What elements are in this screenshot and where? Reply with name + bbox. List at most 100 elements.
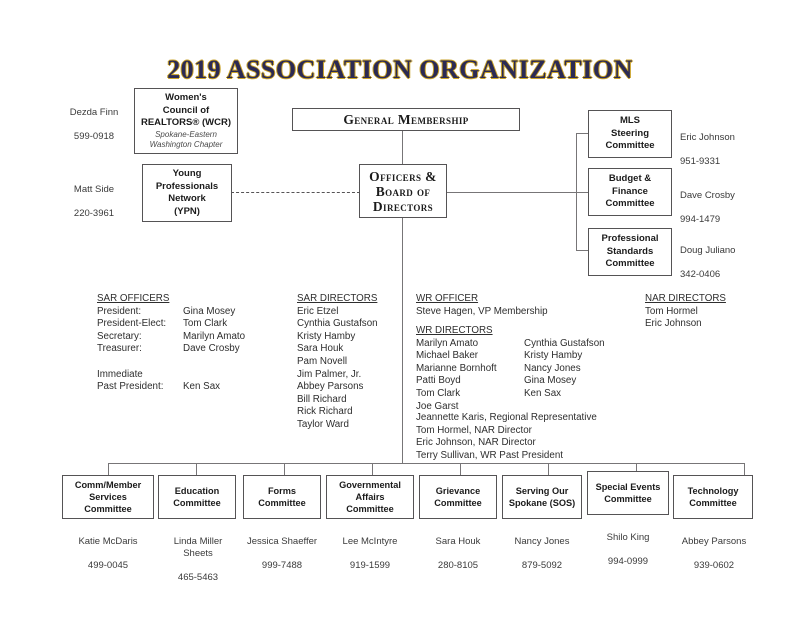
ypn-contact-phone: 220-3961 [73, 208, 115, 219]
box-governmental-affairs-committee[interactable]: Governmental Affairs Committee [326, 475, 414, 519]
representative-line: Jeannette Karis, Regional Representative [416, 412, 597, 423]
wr-director-name: Joe Garst [416, 400, 459, 412]
committee-6-contact: Nancy Jones 879-5092 [496, 524, 588, 584]
sar-officers-heading: SAR OFFICERS [97, 293, 170, 304]
bottom-committee-bus [108, 463, 745, 465]
sar-director-name: Cynthia Gustafson [297, 318, 378, 330]
connector-membership-to-officers [402, 130, 404, 168]
wcr-line-1: Women's [165, 92, 207, 104]
ypn-contact: Matt Side 220-3961 [50, 172, 138, 232]
wcr-contact-phone: 599-0918 [73, 131, 115, 142]
standards-contact-name: Doug Juliano [680, 245, 736, 256]
box-officers-and-board-of-directors[interactable]: Officers & Board of Directors [359, 164, 447, 218]
committee-2-contact-phone: 465-5463 [177, 572, 219, 583]
page-title: 2019 ASSOCIATION ORGANIZATION [167, 55, 633, 84]
wr-directors-heading: WR DIRECTORS [416, 325, 493, 336]
roster-representatives: Jeannette Karis, Regional Representative… [416, 412, 597, 462]
sar-director-name: Pam Novell [297, 355, 348, 367]
wr-director-name: Marianne Bornhoft [416, 362, 497, 374]
box-womens-council-of-realtors[interactable]: Women's Council of REALTORS® (WCR) Spoka… [134, 88, 238, 154]
officers-line-1: Officers & [369, 168, 437, 184]
sar-director-name: Bill Richard [297, 393, 347, 405]
roster-sar-officers: SAR OFFICERS President: Gina Mosey Presi… [97, 293, 245, 394]
committee-3-line-2: Committee [258, 498, 306, 508]
sar-director-name: Kristy Hamby [297, 330, 356, 342]
connector-bus-to-mls [576, 133, 588, 135]
connector-officers-to-right-bus [447, 192, 577, 194]
drop-line-committee-7 [636, 463, 638, 475]
wr-director-name: Cynthia Gustafson [524, 337, 605, 349]
connector-ypn-dashed [231, 192, 360, 193]
drop-line-committee-3 [284, 463, 286, 475]
sar-officer-label: Secretary: [97, 330, 142, 342]
wcr-line-2: Council of [162, 104, 210, 116]
wr-director-name: Michael Baker [416, 350, 479, 362]
ypn-line-2: Professionals [155, 180, 219, 192]
box-mls-steering-committee[interactable]: MLS Steering Committee [588, 110, 672, 158]
committee-1-line-3: Committee [84, 504, 132, 514]
mls-contact-name: Eric Johnson [680, 132, 735, 143]
box-serving-our-spokane-committee[interactable]: Serving Our Spokane (SOS) [502, 475, 582, 519]
box-forms-committee[interactable]: Forms Committee [243, 475, 321, 519]
committee-8-line-1: Technology [687, 486, 739, 496]
wr-director-name: Gina Mosey [524, 375, 577, 387]
budget-line-2: Finance [612, 185, 648, 197]
wcr-contact-name: Dezda Finn [69, 107, 119, 118]
committee-6-contact-name: Nancy Jones [514, 536, 570, 547]
sar-director-name: Eric Etzel [297, 305, 339, 317]
mls-contact: Eric Johnson 951-9331 [680, 120, 790, 180]
committee-3-contact-phone: 999-7488 [261, 560, 303, 571]
sar-officer-label: Treasurer: [97, 343, 142, 355]
box-comm-member-services-committee[interactable]: Comm/Member Services Committee [62, 475, 154, 519]
sar-officer-row: President-Elect: Tom Clark [97, 318, 245, 331]
standards-line-2: Standards [606, 245, 654, 257]
mls-line-3: Committee [605, 140, 655, 152]
box-general-membership[interactable]: General Membership [292, 108, 520, 131]
officers-line-2: Board of [375, 183, 431, 199]
committee-8-contact-name: Abbey Parsons [681, 536, 747, 547]
committee-5-line-1: Grievance [435, 486, 481, 496]
drop-line-committee-8 [744, 463, 746, 475]
committee-1-line-2: Services [89, 492, 127, 502]
box-young-professionals-network[interactable]: Young Professionals Network (YPN) [142, 164, 232, 222]
representative-line: Eric Johnson, NAR Director [416, 437, 536, 449]
box-grievance-committee[interactable]: Grievance Committee [419, 475, 497, 519]
budget-line-3: Committee [605, 198, 655, 210]
committee-7-contact-phone: 994-0999 [607, 556, 649, 567]
budget-contact-name: Dave Crosby [680, 190, 735, 201]
committee-5-line-2: Committee [434, 498, 482, 508]
committee-3-contact-name: Jessica Shaeffer [246, 536, 318, 547]
sar-officer-row: Treasurer: Dave Crosby [97, 343, 245, 356]
committee-1-contact-phone: 499-0045 [87, 560, 129, 571]
sar-director-name: Taylor Ward [297, 418, 349, 430]
committee-7-contact: Shilo King 994-0999 [582, 520, 674, 580]
sar-officer-label: President-Elect: [97, 318, 167, 330]
committee-3-contact: Jessica Shaeffer 999-7488 [234, 524, 330, 584]
box-technology-committee[interactable]: Technology Committee [673, 475, 753, 519]
wcr-line-3: REALTORS® (WCR) [140, 117, 232, 129]
committee-1-line-1: Comm/Member [74, 480, 142, 490]
wr-director-name: Ken Sax [524, 387, 562, 399]
standards-contact-phone: 342-0406 [680, 269, 721, 280]
box-education-committee[interactable]: Education Committee [158, 475, 236, 519]
past-president-name: Ken Sax [183, 381, 221, 393]
wr-directors-column-1: Marilyn Amato Michael Baker Marianne Bor… [416, 338, 524, 414]
sar-officer-name: Gina Mosey [183, 305, 236, 317]
standards-line-3: Committee [605, 258, 655, 270]
drop-line-committee-6 [548, 463, 550, 475]
wr-officer-name: Steve Hagen, VP Membership [416, 305, 548, 317]
committee-2-contact: Linda Miller Sheets 465-5463 [152, 524, 244, 596]
box-professional-standards-committee[interactable]: Professional Standards Committee [588, 228, 672, 276]
sar-director-name: Rick Richard [297, 406, 353, 418]
committee-1-contact: Katie McDaris 499-0045 [58, 524, 158, 584]
ypn-line-1: Young [172, 168, 202, 179]
box-special-events-committee[interactable]: Special Events Committee [587, 471, 669, 515]
past-president-row: Past President: Ken Sax [97, 381, 245, 394]
past-president-label: Past President: [97, 381, 164, 393]
mls-line-1: MLS [619, 115, 641, 127]
mls-line-2: Steering [610, 127, 649, 139]
box-budget-and-finance-committee[interactable]: Budget & Finance Committee [588, 168, 672, 216]
roster-wr-directors: WR DIRECTORS Marilyn Amato Michael Baker… [416, 325, 605, 413]
committee-5-contact-phone: 280-8105 [437, 560, 479, 571]
nar-director-name: Eric Johnson [645, 318, 702, 330]
